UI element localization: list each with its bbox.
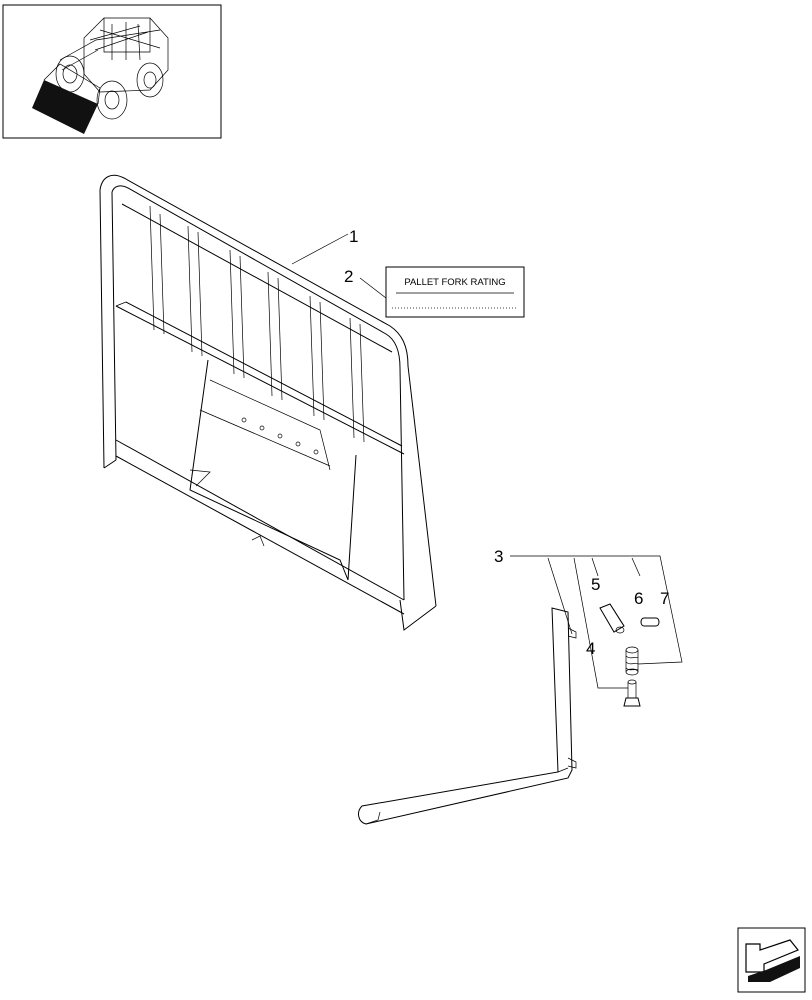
fork-lock-block <box>599 603 625 634</box>
pallet-fork-frame <box>99 174 437 631</box>
callout-6: 6 <box>634 589 643 608</box>
skid-steer-loader-thumbnail-icon <box>2 4 222 139</box>
callout-1: 1 <box>349 227 358 246</box>
pallet-fork-rating-decal: PALLET FORK RATING <box>385 266 525 318</box>
callout-2: 2 <box>344 267 353 286</box>
fork-spring <box>625 646 639 676</box>
fork-bolt <box>623 679 641 707</box>
callout-3: 3 <box>494 547 503 566</box>
decal-label: PALLET FORK RATING <box>404 277 505 288</box>
pallet-fork <box>358 607 577 825</box>
leader-lines <box>291 233 683 689</box>
callout-4: 4 <box>586 639 595 658</box>
next-page-arrow-icon[interactable] <box>737 927 806 993</box>
callout-7: 7 <box>660 589 669 608</box>
callout-5: 5 <box>591 575 600 594</box>
fork-pin <box>640 617 660 627</box>
